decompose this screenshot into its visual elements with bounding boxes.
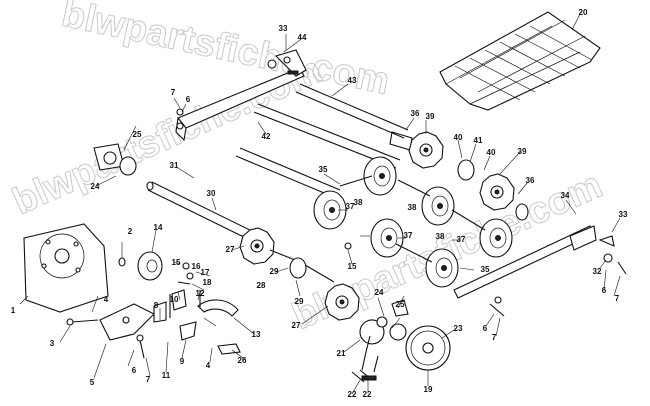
callout-29: 29 xyxy=(270,267,279,276)
callout-36: 36 xyxy=(526,176,535,185)
callout-35: 35 xyxy=(319,165,328,174)
callout-27: 27 xyxy=(292,321,301,330)
callout-16: 16 xyxy=(192,262,201,271)
callout-38: 38 xyxy=(436,232,445,241)
callout-10: 10 xyxy=(170,295,179,304)
callout-25: 25 xyxy=(133,130,142,139)
rail-upper xyxy=(175,49,307,142)
callout-20: 20 xyxy=(579,8,588,17)
callout-3: 3 xyxy=(50,339,55,348)
callout-1: 1 xyxy=(11,306,16,315)
callout-7: 7 xyxy=(615,294,620,303)
callout-6: 6 xyxy=(186,95,191,104)
idler-wheels xyxy=(137,156,529,288)
callout-19: 19 xyxy=(424,385,433,394)
callout-41: 41 xyxy=(474,136,483,145)
callout-37: 37 xyxy=(457,235,466,244)
callout-36: 36 xyxy=(411,109,420,118)
callout-33: 33 xyxy=(619,210,628,219)
callout-40: 40 xyxy=(487,148,496,157)
callout-5: 5 xyxy=(90,378,95,387)
callout-39: 39 xyxy=(426,112,435,121)
callout-37: 37 xyxy=(404,231,413,240)
callout-8: 8 xyxy=(154,301,159,310)
callout-4: 4 xyxy=(206,361,211,370)
callout-7: 7 xyxy=(171,88,176,97)
callout-28: 28 xyxy=(257,281,266,290)
callout-15: 15 xyxy=(348,262,357,271)
callout-32: 32 xyxy=(593,267,602,276)
callout-7: 7 xyxy=(146,375,151,384)
callout-30: 30 xyxy=(207,189,216,198)
callout-38: 38 xyxy=(354,198,363,207)
chain-drive xyxy=(351,299,451,383)
callout-38: 38 xyxy=(408,203,417,212)
callout-13: 13 xyxy=(252,330,261,339)
callout-24: 24 xyxy=(375,288,384,297)
callout-43: 43 xyxy=(348,76,357,85)
callout-24: 24 xyxy=(91,182,100,191)
track xyxy=(439,11,601,111)
callout-12: 12 xyxy=(196,289,205,298)
rail-lower xyxy=(453,225,627,317)
callout-39: 39 xyxy=(518,147,527,156)
callout-6: 6 xyxy=(132,366,137,375)
callout-14: 14 xyxy=(154,223,163,232)
callout-27: 27 xyxy=(226,245,235,254)
sprockets xyxy=(239,131,515,321)
callout-40: 40 xyxy=(454,133,463,142)
callout-21: 21 xyxy=(337,349,346,358)
callout-31: 31 xyxy=(170,161,179,170)
callout-17: 17 xyxy=(201,268,210,277)
callout-2: 2 xyxy=(128,227,133,236)
watermark-middle: blwpartsfiche.com xyxy=(7,49,329,223)
callout-4: 4 xyxy=(104,295,109,304)
callout-29: 29 xyxy=(295,297,304,306)
callout-23: 23 xyxy=(454,324,463,333)
callout-26: 26 xyxy=(238,356,247,365)
callouts: 1 2 3 4 4 5 6 6 6 6 7 7 7 7 8 9 10 11 12… xyxy=(11,8,628,399)
callout-11: 11 xyxy=(162,371,171,380)
gear-housing xyxy=(23,143,352,313)
callout-15: 15 xyxy=(172,258,181,267)
callout-44: 44 xyxy=(298,33,307,42)
callout-6: 6 xyxy=(483,324,488,333)
brake-parts xyxy=(66,262,241,359)
callout-22: 22 xyxy=(348,390,357,399)
callout-7: 7 xyxy=(492,333,497,342)
callout-35: 35 xyxy=(481,265,490,274)
callout-37: 37 xyxy=(346,202,355,211)
leader-lines xyxy=(19,13,621,395)
callout-9: 9 xyxy=(180,357,185,366)
callout-42: 42 xyxy=(262,132,271,141)
callout-18: 18 xyxy=(203,278,212,287)
callout-33: 33 xyxy=(279,24,288,33)
callout-25: 25 xyxy=(396,300,405,309)
callout-6: 6 xyxy=(602,286,607,295)
callout-34: 34 xyxy=(561,191,570,200)
callout-22: 22 xyxy=(363,390,372,399)
